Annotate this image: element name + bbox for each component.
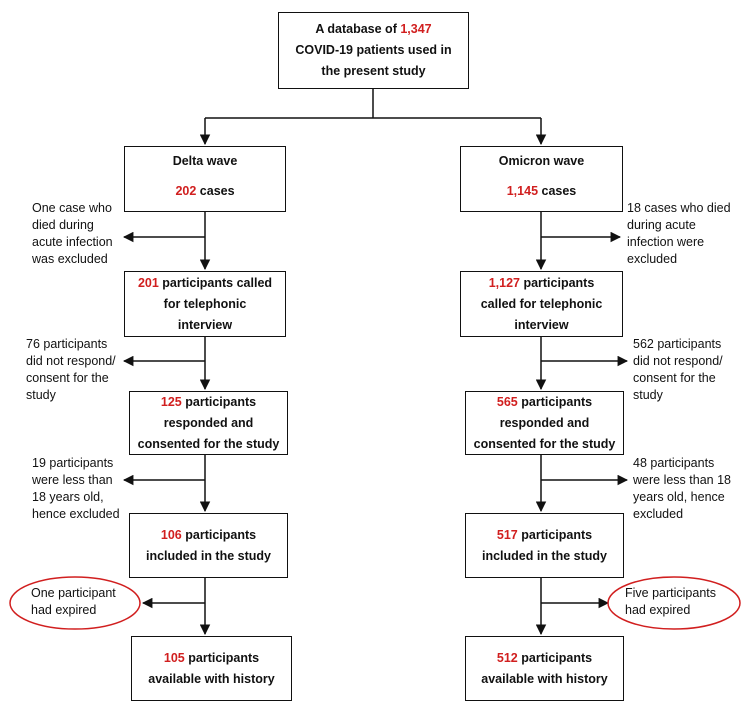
omicron-exclusion-3-line-2: were less than 18 (633, 473, 731, 487)
delta-case-count: 202 (175, 184, 197, 198)
delta-available-count: 105 (163, 650, 185, 665)
omicron-called-line-3: interview (514, 317, 569, 332)
delta-available-box: 105 participants available with history (131, 636, 292, 701)
omicron-exclusion-1-line-2: during acute (627, 218, 696, 232)
delta-exclusion-note-4: One participant had expired (31, 585, 116, 619)
omicron-exclusion-2-line-1: 562 participants (633, 337, 722, 351)
delta-called-box: 201 participants called for telephonic i… (124, 271, 286, 337)
omicron-responded-line-3: consented for the study (473, 436, 616, 451)
delta-responded-line-3: consented for the study (137, 436, 280, 451)
delta-exclusion-2-line-3: consent for the (26, 371, 109, 385)
delta-included-box: 106 participants included in the study (129, 513, 288, 578)
omicron-exclusion-1-line-3: infection were (627, 235, 705, 249)
database-line-3: the present study (321, 64, 426, 78)
omicron-available-line-2: available with history (481, 671, 608, 686)
omicron-exclusion-note-4: Five participants had expired (625, 585, 716, 619)
omicron-called-line-2: called for telephonic (480, 296, 603, 311)
omicron-called-box: 1,127 participants called for telephonic… (460, 271, 623, 337)
omicron-responded-count: 565 (496, 394, 518, 409)
omicron-exclusion-4-line-1: Five participants (625, 586, 717, 600)
omicron-responded-line-1: participants (517, 394, 593, 409)
delta-exclusion-2-line-2: did not respond/ (26, 354, 116, 368)
delta-exclusion-2-line-1: 76 participants (26, 337, 108, 351)
omicron-included-line-1: participants (517, 527, 593, 542)
delta-included-line-1: participants (181, 527, 257, 542)
omicron-included-line-2: included in the study (481, 548, 607, 563)
database-line-2: COVID-19 patients used in (295, 43, 452, 57)
delta-exclusion-note-2: 76 participants did not respond/ consent… (26, 336, 116, 404)
database-box: A database of 1,347 COVID-19 patients us… (278, 12, 469, 89)
omicron-responded-box: 565 participants responded and consented… (465, 391, 624, 455)
delta-exclusion-1-line-2: died during (32, 218, 94, 232)
delta-included-line-2: included in the study (145, 548, 271, 563)
delta-exclusion-1-line-1: One case who (32, 201, 112, 215)
delta-exclusion-note-1: One case who died during acute infection… (32, 200, 113, 268)
delta-wave-title: Delta wave (172, 154, 238, 168)
omicron-available-line-1: participants (517, 650, 593, 665)
delta-called-line-1: participants called (158, 275, 273, 290)
omicron-exclusion-2-line-2: did not respond/ (633, 354, 723, 368)
omicron-exclusion-2-line-3: consent for the (633, 371, 716, 385)
omicron-exclusion-4-line-2: had expired (625, 603, 691, 617)
omicron-expired-highlight-ellipse (607, 576, 741, 630)
delta-exclusion-3-line-4: hence excluded (32, 507, 120, 521)
omicron-case-count: 1,145 (506, 184, 539, 198)
omicron-exclusion-1-line-1: 18 cases who died (627, 201, 731, 215)
database-pre-text: A database of (315, 22, 401, 36)
delta-exclusion-3-line-1: 19 participants (32, 456, 114, 470)
delta-called-line-3: interview (177, 317, 233, 332)
delta-exclusion-note-3: 19 participants were less than 18 years … (32, 455, 120, 523)
omicron-exclusion-3-line-3: years old, hence (633, 490, 725, 504)
delta-responded-count: 125 (160, 394, 182, 409)
delta-wave-box: Delta wave 202 cases (124, 146, 286, 212)
omicron-exclusion-note-2: 562 participants did not respond/ consen… (633, 336, 723, 404)
delta-exclusion-4-line-2: had expired (31, 603, 97, 617)
omicron-included-box: 517 participants included in the study (465, 513, 624, 578)
omicron-available-box: 512 participants available with history (465, 636, 624, 701)
omicron-exclusion-2-line-4: study (633, 388, 663, 402)
delta-cases-label: cases (196, 184, 235, 198)
database-count: 1,347 (400, 22, 432, 36)
delta-exclusion-3-line-3: 18 years old, (32, 490, 104, 504)
delta-exclusion-1-line-3: acute infection (32, 235, 113, 249)
delta-responded-box: 125 participants responded and consented… (129, 391, 288, 455)
delta-called-line-2: for telephonic (163, 296, 247, 311)
omicron-exclusion-note-1: 18 cases who died during acute infection… (627, 200, 731, 268)
delta-called-count: 201 (137, 275, 159, 290)
delta-responded-line-2: responded and (163, 415, 254, 430)
delta-available-line-2: available with history (148, 671, 275, 686)
omicron-included-count: 517 (496, 527, 518, 542)
omicron-available-count: 512 (496, 650, 518, 665)
delta-exclusion-1-line-4: was excluded (32, 252, 108, 266)
delta-exclusion-3-line-2: were less than (32, 473, 113, 487)
delta-included-count: 106 (160, 527, 182, 542)
omicron-exclusion-note-3: 48 participants were less than 18 years … (633, 455, 731, 523)
omicron-exclusion-3-line-4: excluded (633, 507, 684, 521)
delta-responded-line-1: participants (181, 394, 257, 409)
omicron-cases-label: cases (538, 184, 577, 198)
delta-expired-highlight-ellipse (9, 576, 141, 630)
omicron-responded-line-2: responded and (499, 415, 590, 430)
omicron-wave-box: Omicron wave 1,145 cases (460, 146, 623, 212)
delta-exclusion-4-line-1: One participant (31, 586, 116, 600)
delta-exclusion-2-line-4: study (26, 388, 56, 402)
omicron-exclusion-1-line-4: excluded (627, 252, 678, 266)
omicron-wave-title: Omicron wave (498, 154, 585, 168)
delta-available-line-1: participants (184, 650, 260, 665)
omicron-called-line-1: participants (519, 275, 595, 290)
omicron-called-count: 1,127 (488, 275, 520, 290)
omicron-exclusion-3-line-1: 48 participants (633, 456, 715, 470)
